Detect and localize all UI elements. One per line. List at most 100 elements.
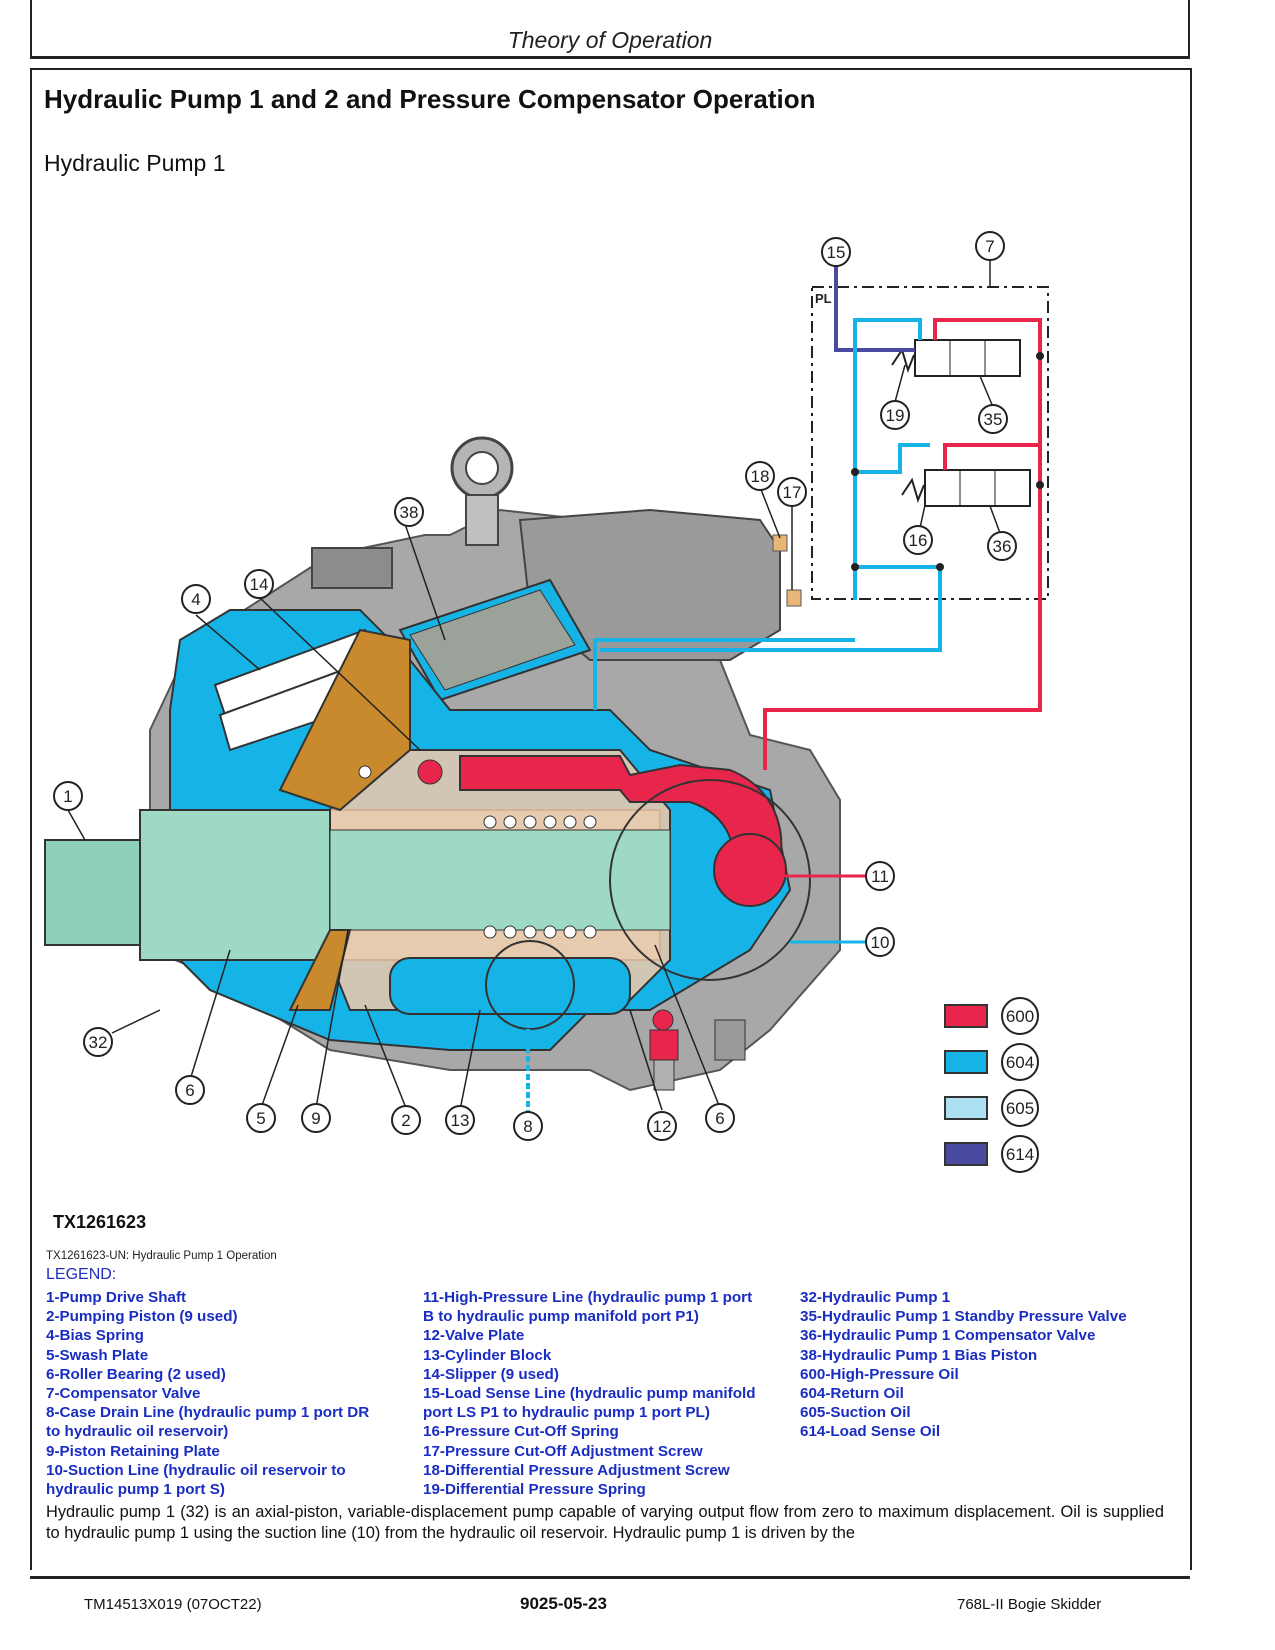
legend-entry: 6-Roller Bearing (2 used) bbox=[46, 1365, 226, 1383]
legend-entry: 32-Hydraulic Pump 1 bbox=[800, 1289, 951, 1306]
svg-text:13: 13 bbox=[451, 1111, 470, 1130]
return-line-1 bbox=[853, 318, 922, 600]
svg-text:7: 7 bbox=[985, 237, 994, 256]
legend-entry: 2-Pumping Piston (9 used) bbox=[46, 1308, 238, 1326]
compensator-valve-box bbox=[811, 286, 1049, 600]
legend-entry: B to hydraulic pump manifold port P1) bbox=[423, 1308, 699, 1326]
svg-text:11: 11 bbox=[871, 867, 889, 886]
callout-38: 38 bbox=[394, 497, 424, 527]
return-line-2 bbox=[855, 443, 930, 474]
screw-18 bbox=[772, 534, 788, 552]
svg-text:19: 19 bbox=[886, 406, 905, 425]
svg-text:5: 5 bbox=[256, 1109, 265, 1128]
footer-page-number: 9025-05-23 bbox=[520, 1594, 607, 1613]
footer-doc-id: TM14513X019 (07OCT22) bbox=[84, 1596, 262, 1613]
figure-caption: TX1261623-UN: Hydraulic Pump 1 Operation bbox=[46, 1250, 277, 1262]
high-pressure-line-valve bbox=[763, 318, 1042, 770]
callout-14: 14 bbox=[244, 569, 274, 599]
color-key-600: 600 bbox=[944, 997, 1039, 1035]
legend-entry: 18-Differential Pressure Adjustment Scre… bbox=[423, 1461, 730, 1479]
callout-9: 9 bbox=[301, 1103, 331, 1133]
lifting-eye bbox=[450, 436, 514, 546]
port-label-pl: PL bbox=[815, 291, 832, 306]
callout-5: 5 bbox=[246, 1103, 276, 1133]
svg-text:6: 6 bbox=[715, 1109, 724, 1128]
svg-text:10: 10 bbox=[871, 933, 890, 952]
callout-4: 4 bbox=[181, 584, 211, 614]
legend-column-1: 1-Pump Drive Shaft 2-Pumping Piston (9 u… bbox=[46, 1288, 406, 1499]
page-title: Hydraulic Pump 1 and 2 and Pressure Comp… bbox=[44, 84, 816, 114]
svg-text:15: 15 bbox=[827, 243, 846, 262]
callout-6-right: 6 bbox=[705, 1103, 735, 1133]
legend-entry: 4-Bias Spring bbox=[46, 1327, 144, 1345]
callout-36: 36 bbox=[987, 531, 1017, 561]
return-to-pump bbox=[593, 638, 855, 710]
roller-bearings bbox=[483, 815, 597, 939]
legend-entry: 5-Swash Plate bbox=[46, 1346, 149, 1364]
callout-32: 32 bbox=[83, 1027, 113, 1057]
legend-entry: 16-Pressure Cut-Off Spring bbox=[423, 1423, 619, 1441]
svg-text:8: 8 bbox=[523, 1117, 532, 1136]
svg-text:32: 32 bbox=[89, 1033, 108, 1052]
legend-entry: 7-Compensator Valve bbox=[46, 1385, 201, 1403]
svg-text:2: 2 bbox=[401, 1111, 410, 1130]
color-key-605: 605 bbox=[944, 1089, 1039, 1127]
footer-rule bbox=[30, 1576, 1190, 1579]
callout-8: 8 bbox=[513, 1111, 543, 1141]
svg-text:38: 38 bbox=[400, 503, 419, 522]
color-key: 600 604 605 614 bbox=[944, 997, 1039, 1173]
pump-diagram: PL bbox=[44, 231, 1049, 1173]
svg-text:16: 16 bbox=[909, 531, 928, 550]
callout-13: 13 bbox=[445, 1105, 475, 1135]
callout-18: 18 bbox=[745, 461, 775, 491]
legend-entry: hydraulic pump 1 port S) bbox=[46, 1481, 225, 1499]
legend-entry: 600-High-Pressure Oil bbox=[800, 1365, 959, 1383]
svg-text:9: 9 bbox=[311, 1109, 320, 1128]
shaft-core bbox=[329, 829, 671, 931]
callout-10: 10 bbox=[865, 927, 895, 957]
legend-entry: 8-Case Drain Line (hydraulic pump 1 port… bbox=[46, 1404, 370, 1422]
swash-plate-upper bbox=[278, 628, 411, 812]
legend-entry: 14-Slipper (9 used) bbox=[423, 1365, 559, 1383]
callout-16: 16 bbox=[903, 525, 933, 555]
callout-7: 7 bbox=[975, 231, 1005, 261]
content-frame bbox=[30, 68, 1192, 1570]
legend-column-2: 11-High-Pressure Line (hydraulic pump 1 … bbox=[423, 1288, 793, 1499]
svg-text:614: 614 bbox=[1006, 1145, 1034, 1164]
legend-entry: 604-Return Oil bbox=[800, 1385, 904, 1403]
swash-plate-lower bbox=[288, 929, 352, 1011]
legend-entry: 11-High-Pressure Line (hydraulic pump 1 … bbox=[423, 1289, 753, 1306]
bottom-check-valve bbox=[649, 1009, 679, 1091]
callout-2: 2 bbox=[391, 1105, 421, 1135]
svg-text:35: 35 bbox=[984, 410, 1003, 429]
legend-entry: 1-Pump Drive Shaft bbox=[46, 1289, 187, 1306]
svg-text:600: 600 bbox=[1006, 1007, 1034, 1026]
svg-text:4: 4 bbox=[191, 590, 200, 609]
color-key-604: 604 bbox=[944, 1043, 1039, 1081]
legend-entry: 17-Pressure Cut-Off Adjustment Screw bbox=[423, 1442, 703, 1460]
legend-column-3: 32-Hydraulic Pump 1 35-Hydraulic Pump 1 … bbox=[800, 1288, 1180, 1442]
legend-entry: 19-Differential Pressure Spring bbox=[423, 1481, 646, 1499]
color-key-614: 614 bbox=[944, 1135, 1039, 1173]
legend-entry: 10-Suction Line (hydraulic oil reservoir… bbox=[46, 1461, 346, 1479]
svg-text:12: 12 bbox=[653, 1117, 672, 1136]
svg-text:14: 14 bbox=[250, 575, 269, 594]
high-pressure-line-2 bbox=[943, 443, 1040, 470]
svg-text:604: 604 bbox=[1006, 1053, 1034, 1072]
callout-11: 11 bbox=[865, 861, 895, 891]
callout-12: 12 bbox=[647, 1111, 677, 1141]
section-title: Hydraulic Pump 1 bbox=[44, 150, 226, 176]
legend-entry: 13-Cylinder Block bbox=[423, 1346, 552, 1364]
drive-shaft-end bbox=[44, 839, 156, 946]
footer-model: 768L-II Bogie Skidder bbox=[957, 1596, 1102, 1613]
standby-pressure-valve bbox=[891, 339, 1021, 377]
callout-17: 17 bbox=[777, 477, 807, 507]
legend-entry: 36-Hydraulic Pump 1 Compensator Valve bbox=[800, 1327, 1096, 1345]
legend-entry: 12-Valve Plate bbox=[423, 1327, 525, 1345]
legend-title: LEGEND: bbox=[46, 1266, 117, 1283]
legend-entry: 605-Suction Oil bbox=[800, 1404, 911, 1422]
svg-text:17: 17 bbox=[783, 483, 802, 502]
body-paragraph: Hydraulic pump 1 (32) is an axial-piston… bbox=[46, 1503, 1164, 1542]
svg-text:18: 18 bbox=[751, 467, 770, 486]
svg-text:6: 6 bbox=[185, 1081, 194, 1100]
